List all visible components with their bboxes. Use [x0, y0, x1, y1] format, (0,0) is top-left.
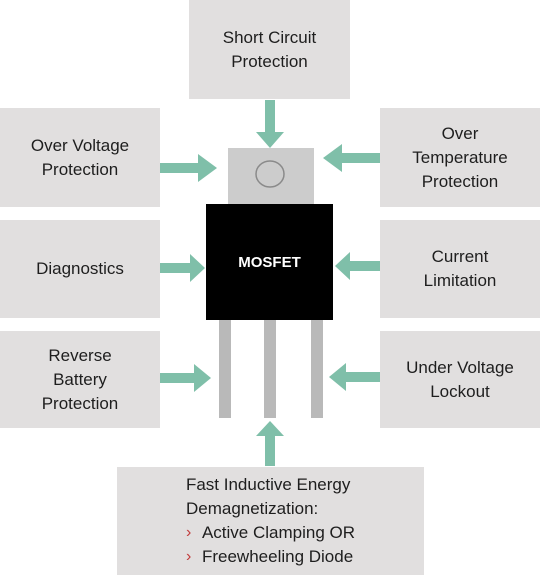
arrow-fast-inductive — [256, 421, 284, 466]
box-line: Over Voltage — [30, 135, 130, 155]
mosfet-body — [206, 204, 333, 320]
reverse-battery-protection-box: Reverse Battery Protection — [0, 331, 160, 428]
box-line: Battery — [53, 369, 107, 389]
current-limitation-box: Current Limitation — [380, 220, 540, 318]
mosfet-leads — [219, 320, 323, 418]
over-voltage-protection-box: Over Voltage Protection — [0, 108, 160, 207]
arrow-under-voltage — [329, 363, 380, 391]
under-voltage-lockout-box: Under Voltage Lockout — [380, 331, 540, 428]
over-temperature-protection-box: Over Temperature Protection — [380, 108, 540, 207]
box-line: Protection — [231, 51, 308, 71]
box-line: Under Voltage — [406, 357, 514, 377]
box-line: Current — [431, 247, 489, 266]
box-line: Over — [441, 123, 479, 143]
arrow-reverse-battery — [160, 364, 211, 392]
bullet-marker-icon: › — [185, 548, 192, 565]
bullet-list: › Active Clamping OR › Freewheeling Diod… — [186, 521, 355, 569]
short-circuit-protection-box: Short Circuit Protection — [189, 0, 350, 99]
fast-inductive-text: Fast Inductive Energy Demagnetization: ›… — [186, 473, 355, 569]
arrow-over-voltage — [160, 154, 217, 182]
box-line: Short Circuit — [222, 27, 317, 47]
box-line: Lockout — [430, 381, 490, 401]
bullet-text: Active Clamping OR — [201, 523, 356, 542]
arrow-current-limitation — [335, 252, 380, 280]
bullet-item: › Freewheeling Diode — [186, 545, 355, 569]
fast-inductive-energy-box: Fast Inductive Energy Demagnetization: ›… — [117, 467, 424, 575]
box-line: Protection — [421, 171, 499, 191]
box-line: Diagnostics — [36, 259, 124, 278]
box-line: Fast Inductive Energy — [185, 475, 351, 494]
box-line: Limitation — [423, 271, 497, 290]
arrow-diagnostics — [160, 254, 205, 282]
box-line: Protection — [41, 393, 119, 413]
box-line: Reverse — [48, 345, 112, 365]
bullet-marker-icon: › — [185, 524, 192, 541]
arrow-over-temperature — [323, 144, 380, 172]
diagnostics-box: Diagnostics — [0, 220, 160, 318]
bullet-text: Freewheeling Diode — [201, 547, 354, 566]
box-line: Temperature — [412, 147, 508, 167]
box-line: Protection — [41, 159, 119, 179]
mosfet-tab — [228, 148, 314, 205]
mosfet-label: MOSFET — [238, 254, 301, 271]
bullet-item: › Active Clamping OR — [186, 521, 355, 545]
arrow-short-circuit — [256, 100, 284, 148]
box-line: Demagnetization: — [185, 499, 319, 518]
